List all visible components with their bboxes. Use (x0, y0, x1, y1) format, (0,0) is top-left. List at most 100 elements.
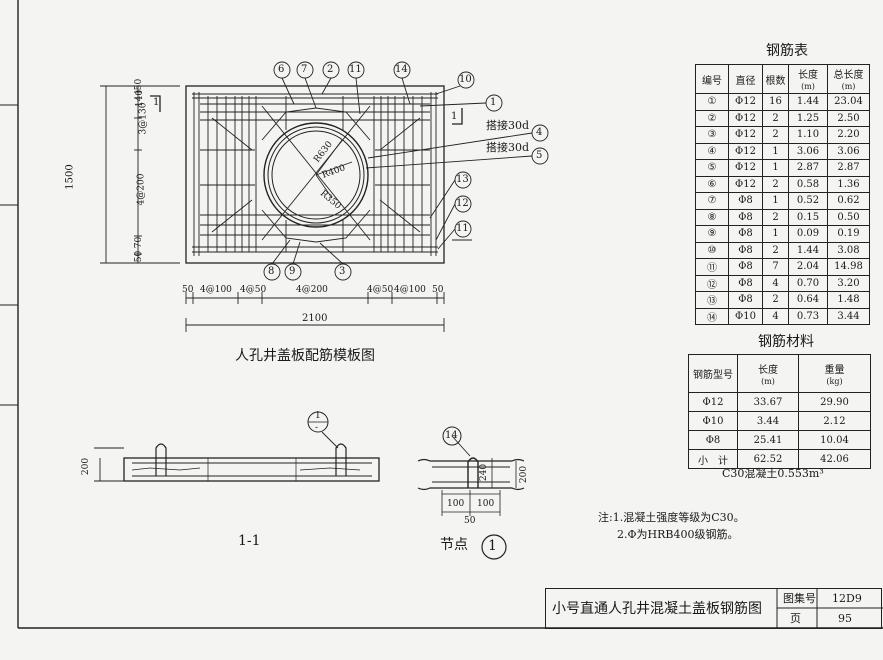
rebar-cell: 1.25 (788, 109, 828, 127)
left-dim-0: 50 (134, 78, 145, 91)
rebar-cell: Φ12 (728, 142, 763, 160)
concrete-note: C30混凝土0.553m³ (722, 467, 824, 480)
rebar-cell: 1.36 (827, 175, 870, 193)
rebar-cell: 1.44 (788, 93, 828, 111)
rebar-cell: 1 (762, 159, 789, 177)
section-callout-num: 1 (315, 411, 321, 421)
rebar-cell: 14.98 (827, 258, 870, 276)
rebar-cell: 0.52 (788, 192, 828, 210)
plan-title: 人孔井盖板配筋模板图 (235, 348, 375, 364)
rebar-cell: Φ10 (728, 307, 763, 325)
callout-12: 12 (456, 198, 469, 209)
section-1-1 (94, 411, 380, 482)
material-cell: 42.06 (798, 449, 871, 469)
rebar-cell: ⑬ (695, 291, 729, 309)
left-dim-3: 4@200 (136, 173, 147, 206)
rebar-cell: Φ12 (728, 175, 763, 193)
material-table-title: 钢筋材料 (758, 334, 814, 350)
rebar-cell: 2.50 (827, 109, 870, 127)
drawing-title: 小号直通人孔井混凝土盖板钢筋图 (552, 601, 762, 617)
rebar-cell: 1 (762, 225, 789, 243)
rebar-cell: 3.20 (827, 274, 870, 292)
node-detail (417, 426, 525, 560)
rebar-cell: Φ8 (728, 274, 763, 292)
section-mark-right: 1 (451, 111, 458, 122)
bottom-dim-1: 4@100 (200, 285, 232, 295)
material-cell: Φ12 (688, 392, 738, 412)
rebar-cell: 3.06 (827, 142, 870, 160)
rebar-cell: 2 (762, 291, 789, 309)
rebar-cell: Φ8 (728, 225, 763, 243)
rebar-cell: 2 (762, 208, 789, 226)
rebar-cell: Φ8 (728, 208, 763, 226)
callout-2: 2 (327, 64, 334, 75)
node-dim-100a: 100 (447, 499, 465, 509)
material-col-type: 钢筋型号 (688, 354, 738, 393)
rebar-cell: 1 (762, 142, 789, 160)
rebar-cell: 2.20 (827, 126, 870, 144)
material-cell: Φ10 (688, 411, 738, 431)
rebar-cell: Φ12 (728, 93, 763, 111)
callout-5: 5 (536, 150, 543, 161)
material-cell: 25.41 (737, 430, 799, 450)
node-dim-100b: 100 (477, 499, 495, 509)
rebar-cell: ④ (695, 142, 729, 160)
note-1: 注:1.混凝土强度等级为C30。 (598, 511, 745, 524)
rebar-cell: 1.48 (827, 291, 870, 309)
node-callout-14: 14 (445, 430, 458, 441)
rebar-cell: 0.70 (788, 274, 828, 292)
rebar-cell: 0.73 (788, 307, 828, 325)
node-dim-200: 200 (519, 465, 530, 484)
rebar-cell: 2 (762, 241, 789, 259)
material-col-length: 长度(m) (737, 354, 799, 393)
title-block (545, 588, 883, 629)
rebar-cell: 3.06 (788, 142, 828, 160)
material-cell: Φ8 (688, 430, 738, 450)
node-dim-50: 50 (464, 516, 476, 526)
material-cell: 62.52 (737, 449, 799, 469)
rebar-cell: 1.44 (788, 241, 828, 259)
rebar-table-header: 编号 直径 根数 长度(m) 总长度(m) (695, 64, 870, 94)
rebar-cell: ① (695, 93, 729, 111)
page-number: 95 (838, 612, 852, 625)
rebar-cell: 1.10 (788, 126, 828, 144)
rebar-cell: Φ8 (728, 258, 763, 276)
lap-label-4: 搭接30d (486, 119, 530, 132)
rebar-cell: Φ12 (728, 109, 763, 127)
callout-7: 7 (301, 64, 308, 75)
callout-11-top: 11 (349, 64, 362, 75)
atlas-number: 12D9 (832, 592, 862, 605)
rebar-cell: ⑭ (695, 307, 729, 325)
material-cell: 2.12 (798, 411, 871, 431)
material-cell: 3.44 (737, 411, 799, 431)
rebar-cell: 4 (762, 307, 789, 325)
callout-8: 8 (268, 266, 275, 277)
rebar-cell: 1 (762, 192, 789, 210)
rebar-col-total: 总长度(m) (827, 64, 870, 94)
note-2: 2.Φ为HRB400级钢筋。 (617, 528, 739, 541)
section-height-dim: 200 (81, 457, 92, 476)
rebar-cell: ⑩ (695, 241, 729, 259)
plan-height-dim: 1500 (64, 164, 76, 190)
rebar-col-no: 编号 (695, 64, 729, 94)
rebar-cell: 0.64 (788, 291, 828, 309)
callout-9: 9 (289, 266, 296, 277)
section-title: 1-1 (238, 533, 261, 549)
rebar-cell: 0.62 (827, 192, 870, 210)
rebar-cell: ② (695, 109, 729, 127)
material-cell: 10.04 (798, 430, 871, 450)
rebar-cell: 0.15 (788, 208, 828, 226)
callout-6: 6 (278, 64, 285, 75)
